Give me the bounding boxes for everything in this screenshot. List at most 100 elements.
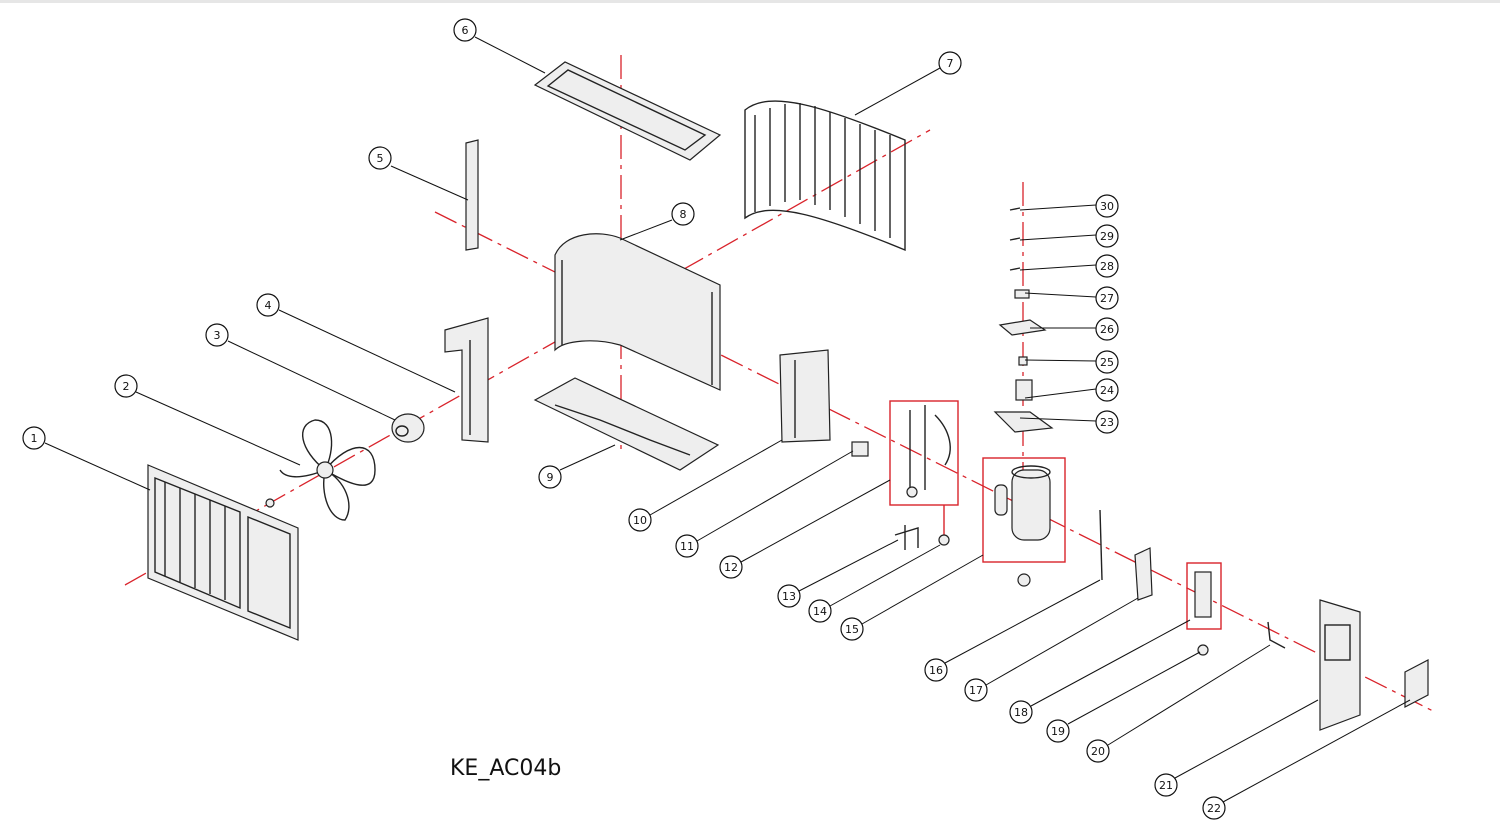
callout-14: 14 <box>808 599 832 623</box>
callout-circle <box>964 678 988 702</box>
callout-circle <box>114 374 138 398</box>
callout-circle <box>924 658 948 682</box>
callout-label: 3 <box>214 329 221 342</box>
part-control-plate <box>1404 659 1429 708</box>
callout-15: 15 <box>840 617 864 641</box>
callout-1: 1 <box>22 426 46 450</box>
callout-label: 22 <box>1207 802 1221 815</box>
callout-circle <box>1095 194 1119 218</box>
callout-circle <box>1095 350 1119 374</box>
callout-label: 9 <box>547 471 554 484</box>
callout-label: 12 <box>724 561 738 574</box>
callout-label: 21 <box>1159 779 1173 792</box>
callout-16: 16 <box>924 658 948 682</box>
part-small-block <box>851 441 869 457</box>
callout-circle <box>938 51 962 75</box>
part-terminal-board <box>1134 547 1153 601</box>
part-base-pan <box>533 377 720 471</box>
callout-17: 17 <box>964 678 988 702</box>
callout-26: 26 <box>1095 317 1119 341</box>
part-top-cover <box>533 61 722 161</box>
callout-circle <box>1095 317 1119 341</box>
callout-label: 13 <box>782 590 796 603</box>
part-compressor <box>982 457 1066 587</box>
callout-label: 27 <box>1100 292 1114 305</box>
callout-24: 24 <box>1095 378 1119 402</box>
part-fan-nut <box>265 498 275 508</box>
callout-label: 2 <box>123 380 130 393</box>
callout-circle <box>1086 739 1110 763</box>
callout-label: 6 <box>462 24 469 37</box>
callout-19: 19 <box>1046 719 1070 743</box>
callout-circle <box>671 202 695 226</box>
callout-20: 20 <box>1086 739 1110 763</box>
callout-18: 18 <box>1009 700 1033 724</box>
part-valve-stack <box>993 207 1054 433</box>
callout-3: 3 <box>205 323 229 347</box>
part-pipe-connector <box>1267 621 1286 649</box>
callout-7: 7 <box>938 51 962 75</box>
part-condenser-frame <box>554 233 721 391</box>
part-partition-plate <box>779 349 831 443</box>
part-motor-bracket <box>444 317 489 443</box>
callout-label: 30 <box>1100 200 1114 213</box>
callout-25: 25 <box>1095 350 1119 374</box>
callout-label: 20 <box>1091 745 1105 758</box>
callout-22: 22 <box>1202 796 1226 820</box>
callout-circle <box>22 426 46 450</box>
part-valve-cap <box>938 534 950 546</box>
callout-circle <box>675 534 699 558</box>
callout-label: 11 <box>680 540 694 553</box>
callout-label: 17 <box>969 684 983 697</box>
callout-28: 28 <box>1095 254 1119 278</box>
callout-10: 10 <box>628 508 652 532</box>
compressor-highlight <box>982 457 1066 563</box>
leader-lines <box>44 36 1411 803</box>
callout-label: 19 <box>1051 725 1065 738</box>
callout-circle <box>628 508 652 532</box>
callout-label: 29 <box>1100 230 1114 243</box>
callout-8: 8 <box>671 202 695 226</box>
callout-label: 1 <box>31 432 38 445</box>
callout-27: 27 <box>1095 286 1119 310</box>
callout-label: 7 <box>947 57 954 70</box>
part-front-grille <box>147 464 299 641</box>
diagram-code-label: KE_AC04b <box>450 756 562 781</box>
callout-label: 16 <box>929 664 943 677</box>
part-electrical-module <box>1186 562 1222 656</box>
callout-circle <box>777 584 801 608</box>
callout-circle <box>368 146 392 170</box>
callout-5: 5 <box>368 146 392 170</box>
callout-9: 9 <box>538 465 562 489</box>
callout-12: 12 <box>719 555 743 579</box>
callout-circle <box>1095 224 1119 248</box>
callout-label: 18 <box>1014 706 1028 719</box>
callout-circle <box>453 18 477 42</box>
callout-21: 21 <box>1154 773 1178 797</box>
callout-circle <box>205 323 229 347</box>
callout-circle <box>1095 378 1119 402</box>
callout-label: 5 <box>377 152 384 165</box>
callout-circle <box>1154 773 1178 797</box>
callout-circle <box>256 293 280 317</box>
callout-4: 4 <box>256 293 280 317</box>
callout-11: 11 <box>675 534 699 558</box>
callout-label: 24 <box>1100 384 1114 397</box>
center-axes <box>124 55 1436 713</box>
part-fan-motor <box>391 413 425 443</box>
callout-circle <box>1009 700 1033 724</box>
callout-label: 14 <box>813 605 827 618</box>
callout-circle <box>1202 796 1226 820</box>
callout-circle <box>840 617 864 641</box>
callout-circle <box>1095 254 1119 278</box>
callout-30: 30 <box>1095 194 1119 218</box>
callout-label: 4 <box>265 299 272 312</box>
callout-circle <box>1095 286 1119 310</box>
callout-29: 29 <box>1095 224 1119 248</box>
callout-circle <box>538 465 562 489</box>
part-fan-blade <box>279 419 376 521</box>
callout-circle <box>719 555 743 579</box>
callout-2: 2 <box>114 374 138 398</box>
valve-assembly-highlight <box>889 400 959 506</box>
callout-label: 23 <box>1100 416 1114 429</box>
